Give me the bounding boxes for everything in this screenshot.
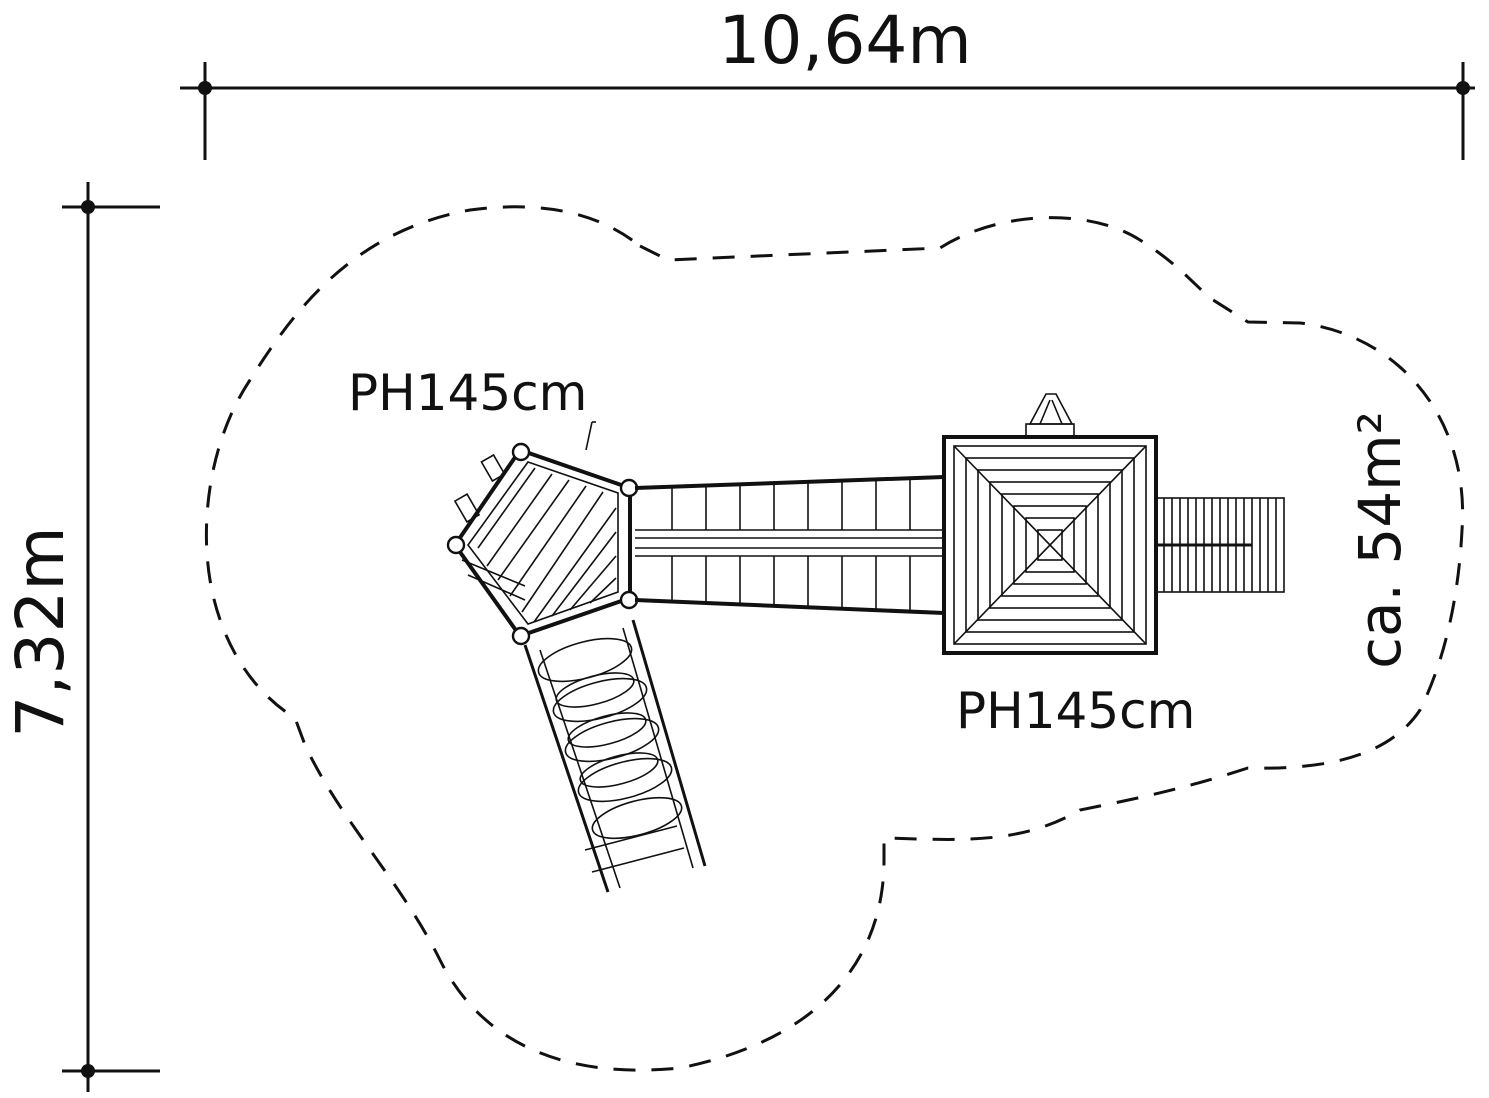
left-platform-height-label: PH145cm bbox=[348, 364, 587, 422]
width-label: 10,64m bbox=[718, 2, 971, 79]
right-platform-height-label: PH145cm bbox=[956, 682, 1195, 740]
width-dimension: 10,64m bbox=[180, 2, 1475, 160]
left-tower bbox=[446, 421, 639, 646]
left-roof-planks bbox=[477, 467, 617, 623]
safety-area-boundary bbox=[204, 205, 1465, 1072]
left-tower-post bbox=[511, 442, 531, 462]
right-roof-planks bbox=[965, 457, 1135, 633]
entry-steps bbox=[1155, 497, 1285, 593]
right-tower bbox=[942, 393, 1158, 655]
left-tower-post bbox=[446, 535, 466, 555]
depth-label: 7,32m bbox=[2, 526, 79, 737]
left-tower-post bbox=[511, 626, 531, 646]
tunnel-slide bbox=[523, 619, 707, 893]
left-tower-post bbox=[619, 590, 639, 610]
area-label: ca. 54m² bbox=[1346, 411, 1414, 669]
depth-dimension: 7,32m bbox=[2, 182, 160, 1092]
left-tower-post bbox=[619, 478, 639, 498]
bridge-rungs bbox=[671, 479, 911, 612]
connecting-bridge bbox=[634, 475, 945, 615]
